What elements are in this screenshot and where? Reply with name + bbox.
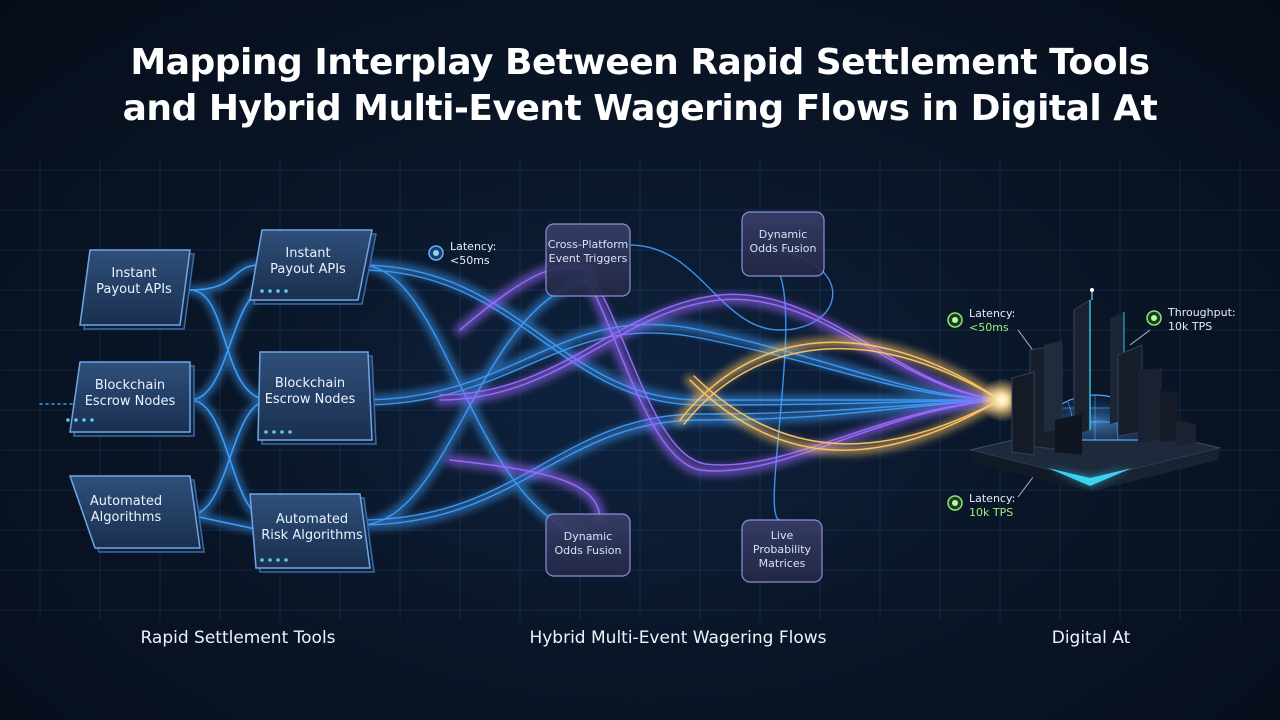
wagering-node-4 <box>741 519 823 583</box>
settlement-node-left-2 <box>66 361 195 437</box>
metric-dots <box>428 245 1162 511</box>
wagering-node-1 <box>545 223 631 297</box>
page-title: Mapping Interplay Between Rapid Settleme… <box>0 40 1280 132</box>
wagering-node-2 <box>741 211 825 277</box>
settlement-node-right-2 <box>257 351 377 445</box>
bottom-latency-metric: Latency: 10k TPS <box>969 492 1016 519</box>
settlement-node-left-3 <box>68 475 205 553</box>
mid-latency-metric: Latency: <50ms <box>450 240 497 267</box>
section-label-digital: Digital At <box>1051 628 1131 648</box>
purple-flow-bundle <box>434 261 1006 526</box>
throughput-metric: Throughput: 10k TPS <box>1168 306 1236 333</box>
gold-flow-bundle <box>675 337 1005 456</box>
top-latency-metric: Latency: <50ms <box>969 307 1016 334</box>
blue-flow-bundle <box>355 244 1005 545</box>
section-label-wagering: Hybrid Multi-Event Wagering Flows <box>529 628 827 648</box>
title-line-1: Mapping Interplay Between Rapid Settleme… <box>130 42 1150 83</box>
settlement-node-left-1 <box>79 249 195 330</box>
section-label-settlement: Rapid Settlement Tools <box>140 628 336 648</box>
settlement-node-right-1 <box>249 229 377 305</box>
wagering-node-3 <box>545 513 631 577</box>
title-line-2: and Hybrid Multi-Event Wagering Flows in… <box>122 88 1158 129</box>
settlement-node-right-3 <box>249 493 375 573</box>
digital-city-platform <box>969 288 1221 492</box>
